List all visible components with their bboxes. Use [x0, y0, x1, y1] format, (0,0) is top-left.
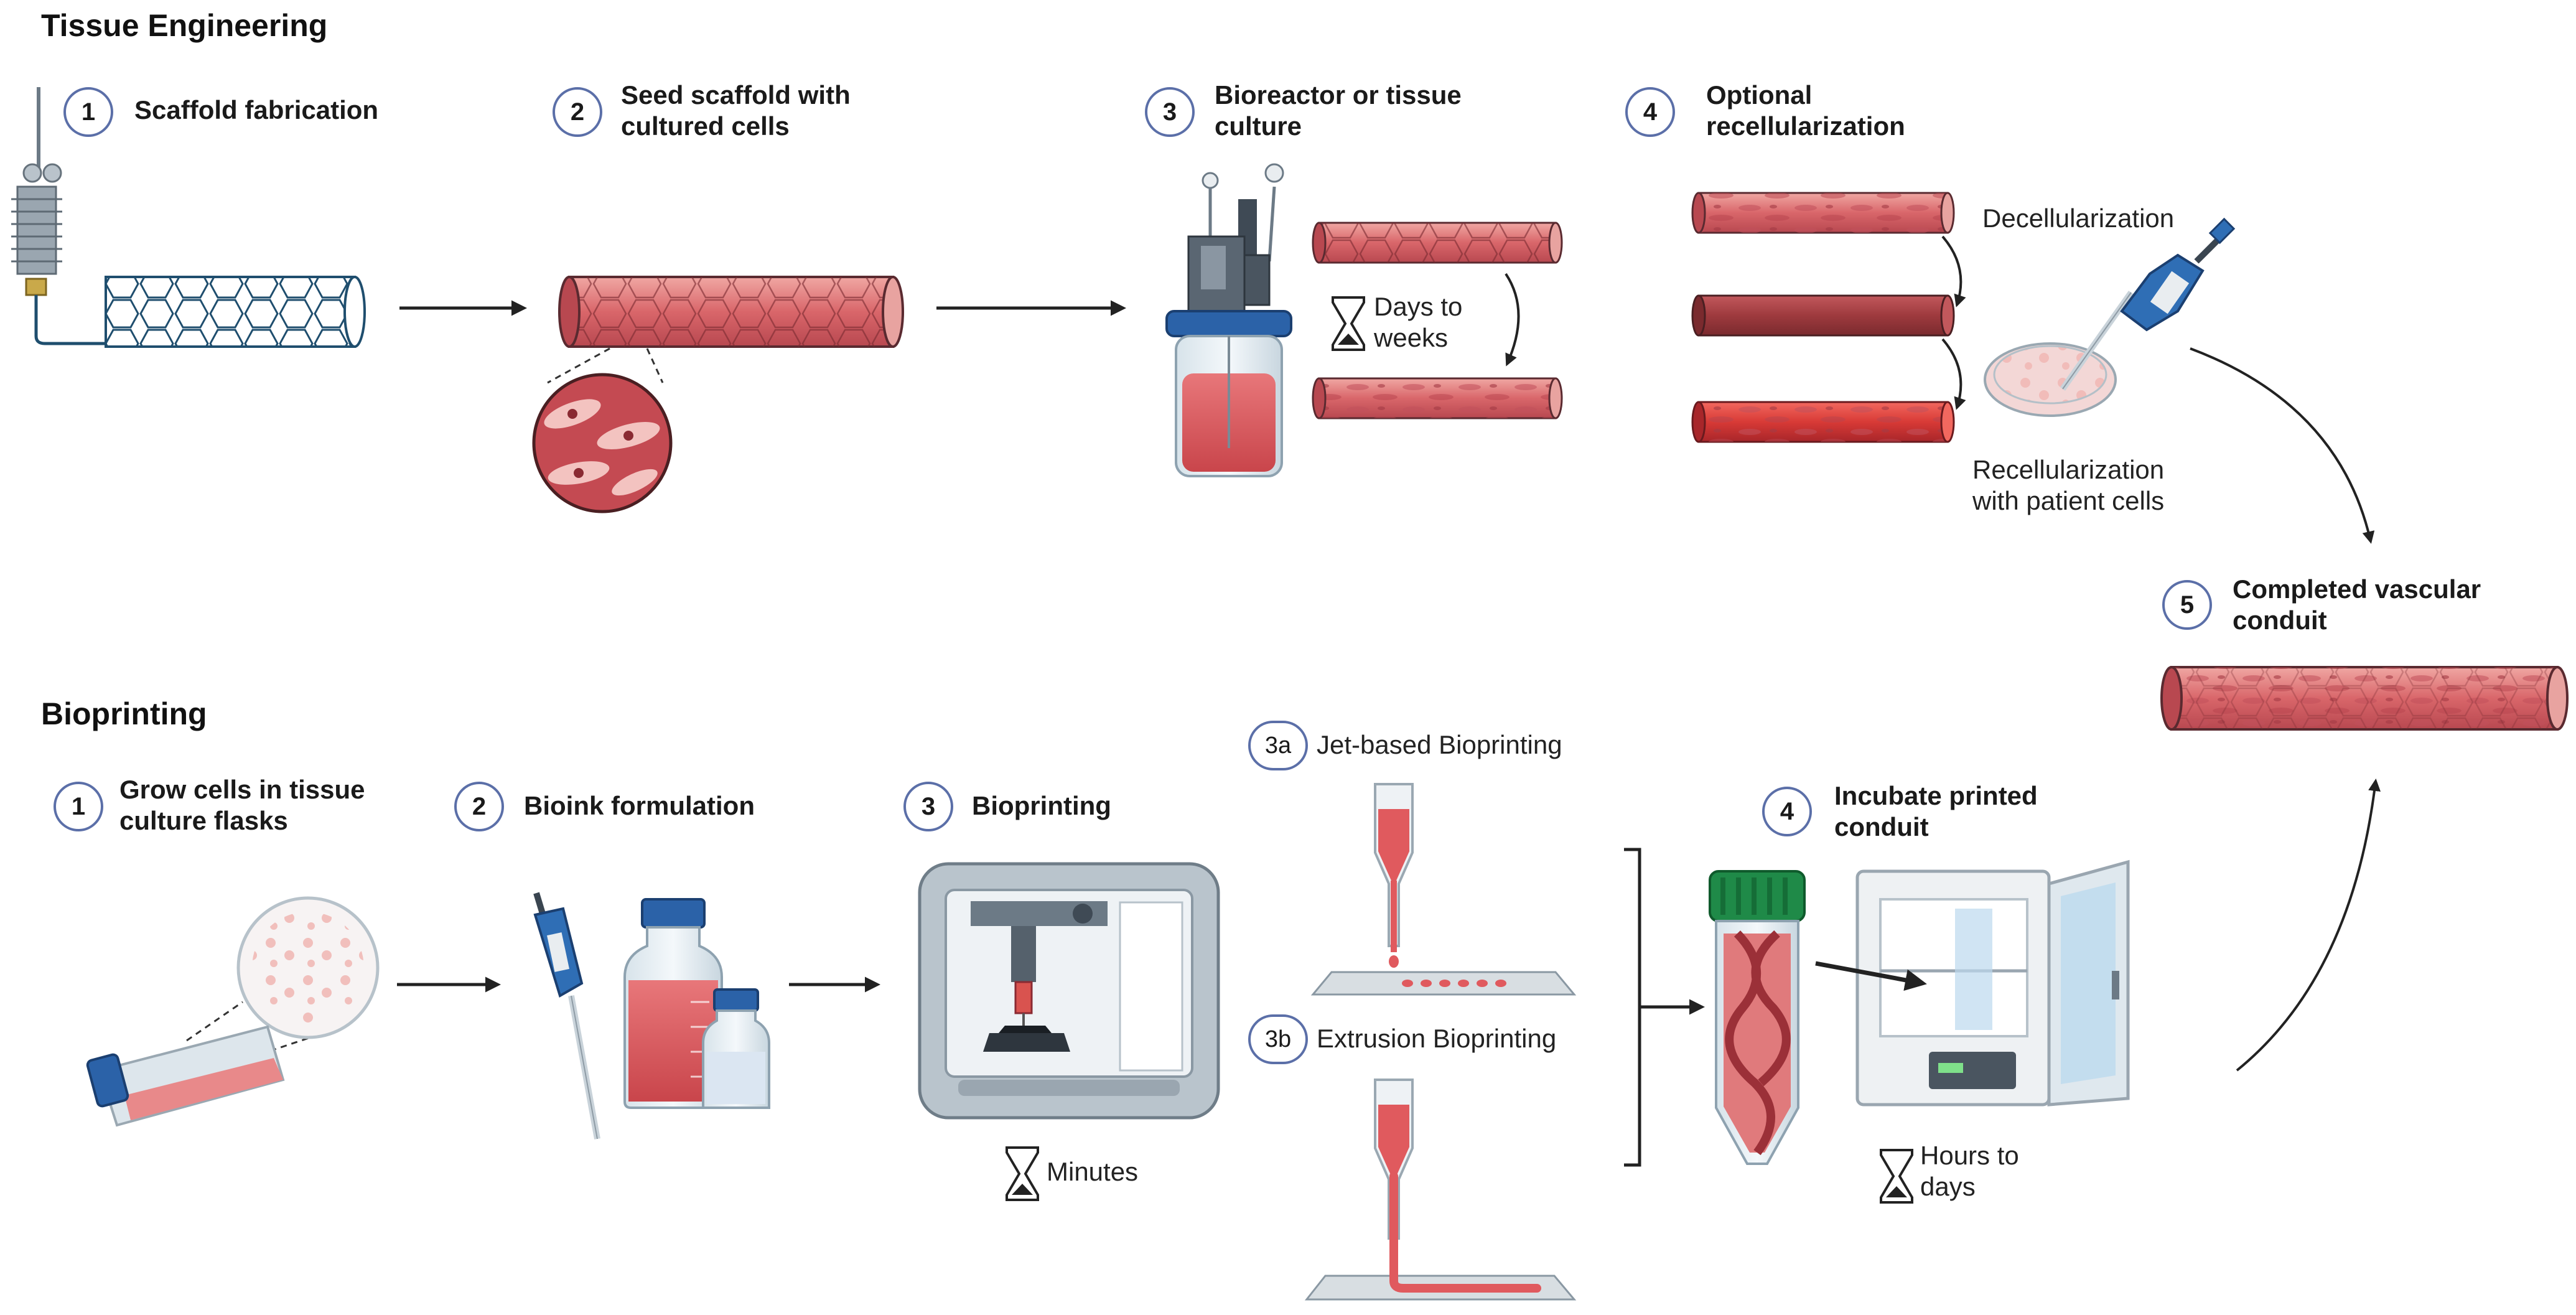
bracket: [1624, 848, 1641, 1167]
completed-step-badge: 5: [2162, 580, 2212, 630]
bp-step-4-title: Incubate printed conduit: [1834, 781, 2038, 841]
arrow-maturation: [1505, 273, 1520, 367]
section-title-bioprinting: Bioprinting: [41, 696, 207, 731]
te-step-4-title: Optional recellularization: [1706, 80, 1905, 141]
conical-tube-icon: [1709, 870, 1806, 1165]
bp-incubation-duration-label: Hours to days: [1920, 1141, 2019, 1201]
bp-step-3-title: Bioprinting: [972, 791, 1111, 820]
pipette-icon-te: [2060, 217, 2236, 391]
hourglass-icon-te: [1332, 296, 1365, 351]
bioprinter-icon: [918, 862, 1220, 1120]
bioink-bottle-small: [702, 988, 770, 1109]
te-step-3-badge: 3: [1145, 87, 1195, 137]
te-step-1-title: Scaffold fabrication: [134, 95, 379, 124]
extrusion-bioprinting-icon: [1304, 1079, 1577, 1301]
completed-step-title: Completed vascular conduit: [2233, 574, 2481, 635]
culture-tube-before: [1312, 222, 1563, 264]
te-step-4-badge: 4: [1625, 87, 1675, 137]
te-duration-label: Days to weeks: [1374, 292, 1463, 352]
culture-tube-after: [1312, 377, 1563, 419]
arrow-to-completed: [2190, 347, 2375, 544]
recellularized-tube: [1691, 401, 1955, 443]
seeded-scaffold-tube: [558, 276, 904, 348]
completed-conduit-tube: [2160, 666, 2569, 731]
jet-bioprinting-icon: [1310, 783, 1577, 996]
petri-dish-icon: [1984, 342, 2117, 417]
bp-method-3b-badge: 3b: [1248, 1014, 1308, 1064]
arrow-decell: [1941, 235, 1966, 307]
hourglass-icon-print: [1006, 1146, 1039, 1201]
te-step-2-title: Seed scaffold with cultured cells: [621, 80, 851, 141]
decellularization-label: Decellularization: [1982, 204, 2175, 233]
te-step-1-badge: 1: [63, 87, 113, 137]
culture-flask-icon: [86, 896, 380, 1127]
bp-method-3a-title: Jet-based Bioprinting: [1317, 730, 1562, 759]
scaffold-printer-icon: [11, 87, 106, 345]
hex-scaffold-tube: [105, 276, 366, 348]
recellularization-label: Recellularization with patient cells: [1972, 455, 2165, 515]
bp-step-2-title: Bioink formulation: [524, 791, 755, 820]
bp-step-2-badge: 2: [454, 782, 504, 831]
bp-step-1-title: Grow cells in tissue culture flasks: [119, 775, 365, 835]
bp-print-duration-label: Minutes: [1047, 1157, 1139, 1186]
bioink-bottle-large: [623, 898, 723, 1109]
incubator-icon: [1855, 859, 2130, 1107]
bioreactor-icon: [1165, 163, 1292, 477]
te-step-3-title: Bioreactor or tissue culture: [1215, 80, 1462, 141]
bp-method-3b-title: Extrusion Bioprinting: [1317, 1024, 1557, 1053]
bp-method-3a-badge: 3a: [1248, 721, 1308, 770]
native-tube: [1691, 192, 1955, 234]
te-step-2-badge: 2: [553, 87, 602, 137]
decellularized-tube: [1691, 294, 1955, 337]
bp-step-4-badge: 4: [1762, 787, 1812, 836]
bp-step-3-badge: 3: [903, 782, 953, 831]
bp-step-1-badge: 1: [54, 782, 103, 831]
arrow-recell: [1941, 338, 1966, 410]
hourglass-icon-incubate: [1880, 1149, 1913, 1204]
arrow-into-incubator: [1815, 961, 1927, 991]
cell-zoom-circle: [532, 347, 673, 513]
section-title-tissue-engineering: Tissue Engineering: [41, 8, 328, 43]
arrow-bio-to-completed: [2236, 779, 2381, 1072]
bioink-pipette-icon: [533, 892, 600, 1140]
